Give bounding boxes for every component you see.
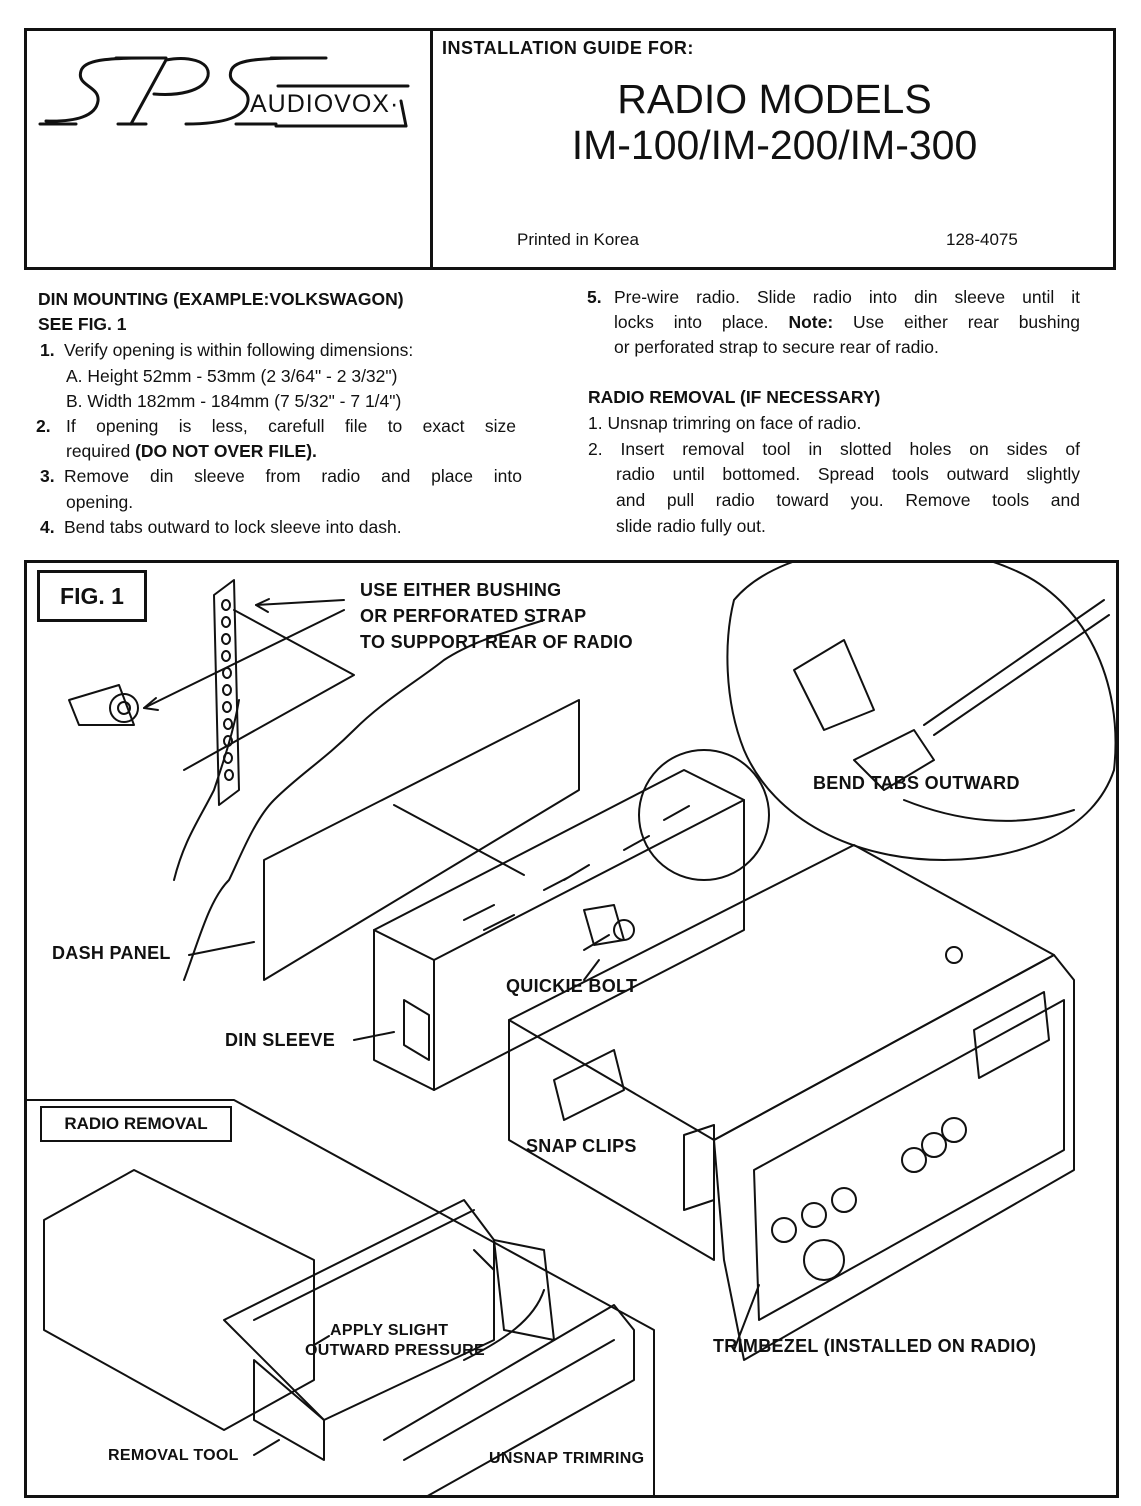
step2-required: required bbox=[66, 441, 136, 461]
step5-text-line2: locks into place. Note: Use either rear … bbox=[614, 310, 1080, 335]
removal-inset-frame bbox=[24, 1099, 655, 1498]
step1b-text: B. Width 182mm - 184mm (7 5/32" - 7 1/4"… bbox=[66, 391, 402, 411]
callout-snap-clips: SNAP CLIPS bbox=[526, 1136, 637, 1156]
dash-panel-edge bbox=[183, 619, 545, 981]
step4-text: Bend tabs outward to lock sleeve into da… bbox=[64, 517, 402, 537]
callout-quickie-bolt: QUICKIE BOLT bbox=[506, 976, 638, 996]
page-title-line2: IM-100/IM-200/IM-300 bbox=[571, 122, 978, 168]
callout-bend-tabs: BEND TABS OUTWARD bbox=[813, 773, 1020, 793]
callout-support-line2: OR PERFORATED STRAP bbox=[360, 606, 587, 626]
detail-circle bbox=[726, 560, 1117, 861]
removal-step1-text: 1. Unsnap trimring on face of radio. bbox=[588, 413, 862, 433]
step1a-text: A. Height 52mm - 53mm (2 3/64" - 2 3/32"… bbox=[66, 366, 398, 386]
strap-holes bbox=[221, 599, 234, 781]
installation-illustration bbox=[24, 560, 1117, 1498]
part-number: 128-4075 bbox=[946, 230, 1018, 249]
step1-number: 1. bbox=[40, 340, 55, 360]
dash-opening bbox=[263, 699, 580, 981]
step5-note: Note: bbox=[788, 312, 834, 332]
step5-bushing: Use either rear bushing bbox=[833, 312, 1080, 332]
rear-bushing bbox=[68, 684, 135, 726]
step2-number: 2. bbox=[36, 416, 51, 436]
step2-text-line1: If opening is less, carefull file to exa… bbox=[66, 416, 516, 436]
step5-number: 5. bbox=[587, 287, 602, 307]
page-title-line1: RADIO MODELS bbox=[617, 76, 932, 122]
callout-din-sleeve: DIN SLEEVE bbox=[225, 1030, 336, 1050]
callout-unsnap-trimring: UNSNAP TRIMRING bbox=[489, 1450, 645, 1467]
din-sleeve-body bbox=[373, 769, 745, 961]
trimring bbox=[383, 1304, 635, 1498]
printed-in-label: Printed in Korea bbox=[517, 230, 639, 249]
trimbezel bbox=[713, 954, 1075, 1361]
step5-locks: locks into place. bbox=[614, 312, 789, 332]
logo-brand-text: AUDIOVOX· bbox=[250, 90, 400, 118]
step2-warning: (DO NOT OVER FILE). bbox=[135, 441, 317, 461]
step1-text: Verify opening is within following dimen… bbox=[64, 340, 414, 360]
see-fig-label: SEE FIG. 1 bbox=[38, 314, 127, 334]
removal-step2-line4: slide radio fully out. bbox=[616, 516, 766, 536]
step3-number: 3. bbox=[40, 466, 55, 486]
radio-removal-heading: RADIO REMOVAL (IF NECESSARY) bbox=[588, 387, 881, 407]
header-divider bbox=[430, 28, 433, 270]
callout-apply-line1: APPLY SLIGHT bbox=[330, 1322, 449, 1339]
perforated-strap bbox=[213, 579, 240, 806]
step3-text-line1: Remove din sleeve from radio and place i… bbox=[64, 466, 522, 486]
step5-text-line3: or perforated strap to secure rear of ra… bbox=[614, 337, 939, 357]
removal-step2-line2: radio until bottomed. Spread tools outwa… bbox=[616, 464, 1080, 484]
callout-trimbezel: TRIMBEZEL (INSTALLED ON RADIO) bbox=[713, 1336, 1037, 1356]
guide-label: INSTALLATION GUIDE FOR: bbox=[442, 38, 694, 58]
callout-support-line3: TO SUPPORT REAR OF RADIO bbox=[360, 632, 633, 652]
callout-support-line1: USE EITHER BUSHING bbox=[360, 580, 562, 600]
step5-text-line1: Pre-wire radio. Slide radio into din sle… bbox=[614, 287, 1080, 307]
callout-removal-tool: REMOVAL TOOL bbox=[108, 1447, 239, 1464]
removal-step2-line3: and pull radio toward you. Remove tools … bbox=[616, 490, 1080, 510]
callout-dash-panel: DASH PANEL bbox=[52, 943, 171, 963]
figure-frame bbox=[24, 560, 1119, 1498]
dash-panel-edge-2 bbox=[173, 699, 240, 881]
step2-text-line2: required (DO NOT OVER FILE). bbox=[66, 439, 317, 464]
removal-step2-line1: 2. Insert removal tool in slotted holes … bbox=[588, 439, 1080, 459]
step4-number: 4. bbox=[40, 517, 55, 537]
header-box bbox=[24, 28, 1116, 270]
callout-apply-line2: OUTWARD PRESSURE bbox=[305, 1342, 485, 1359]
snap-clips bbox=[683, 1124, 715, 1211]
fig1-label: FIG. 1 bbox=[37, 570, 147, 622]
radio-removal-label: RADIO REMOVAL bbox=[40, 1106, 232, 1142]
sps-logo-icon bbox=[38, 56, 410, 128]
din-mounting-heading: DIN MOUNTING (EXAMPLE:VOLKSWAGON) bbox=[38, 289, 404, 309]
step3-text-line2: opening. bbox=[66, 492, 134, 512]
